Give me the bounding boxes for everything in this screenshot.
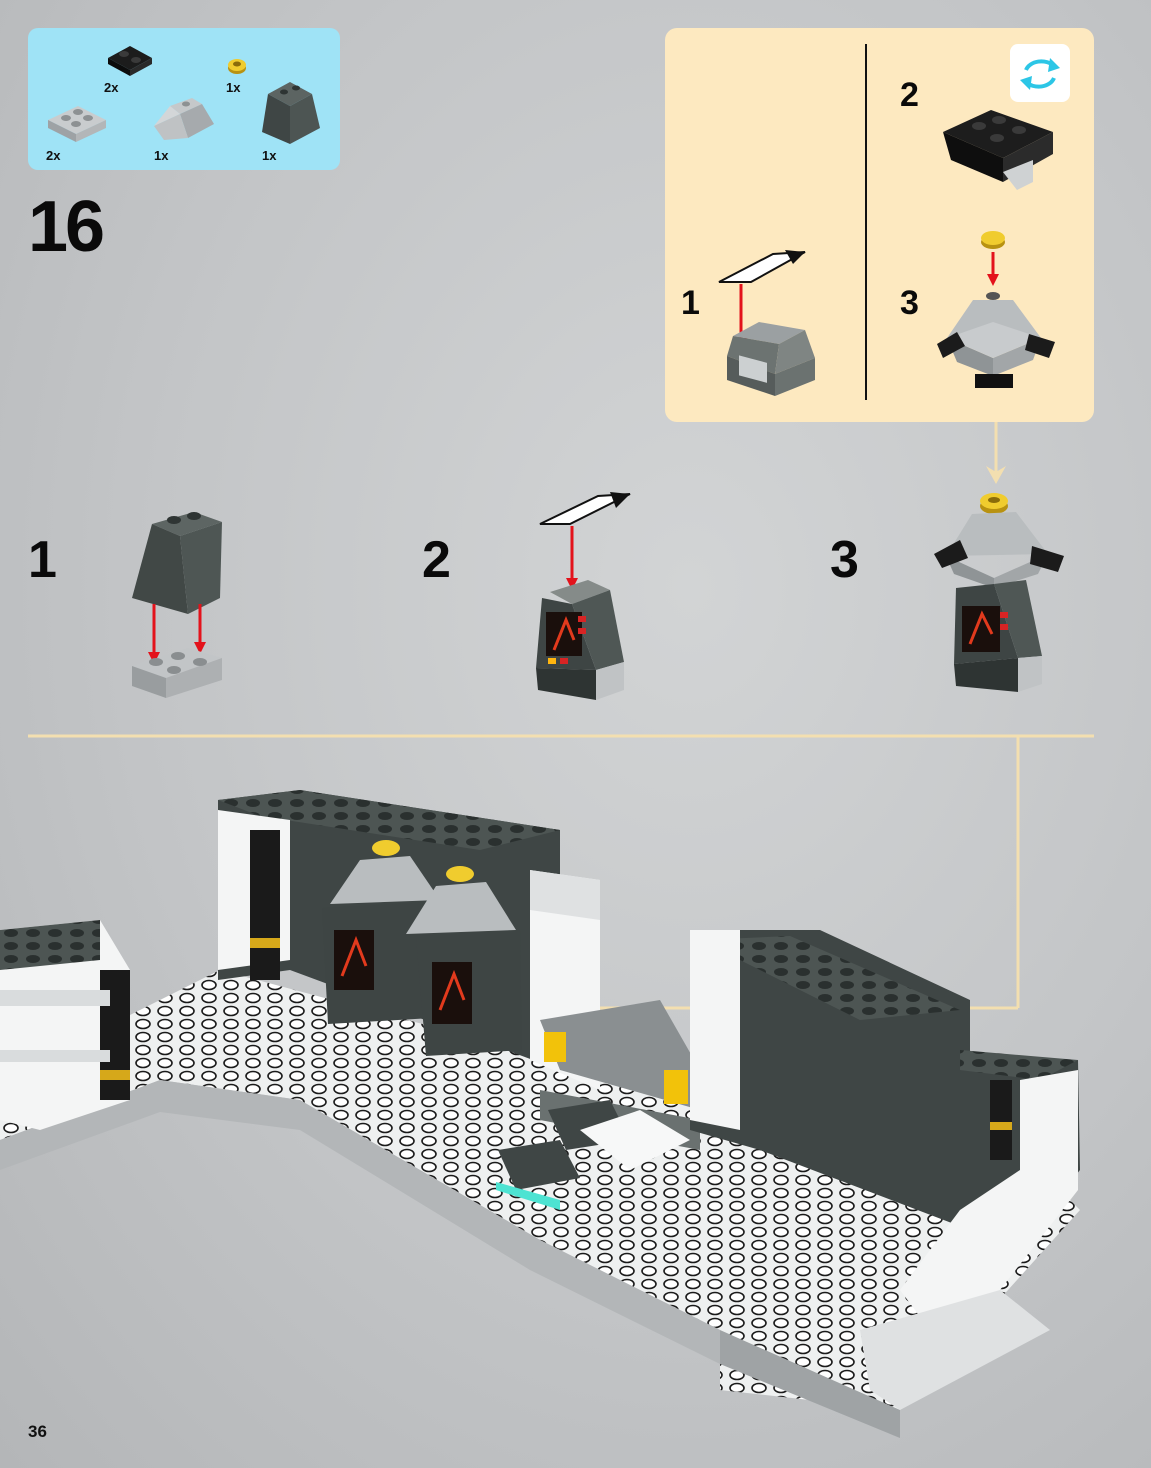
page-number: 36 — [28, 1422, 47, 1442]
main-model-illustration — [0, 770, 1110, 1450]
